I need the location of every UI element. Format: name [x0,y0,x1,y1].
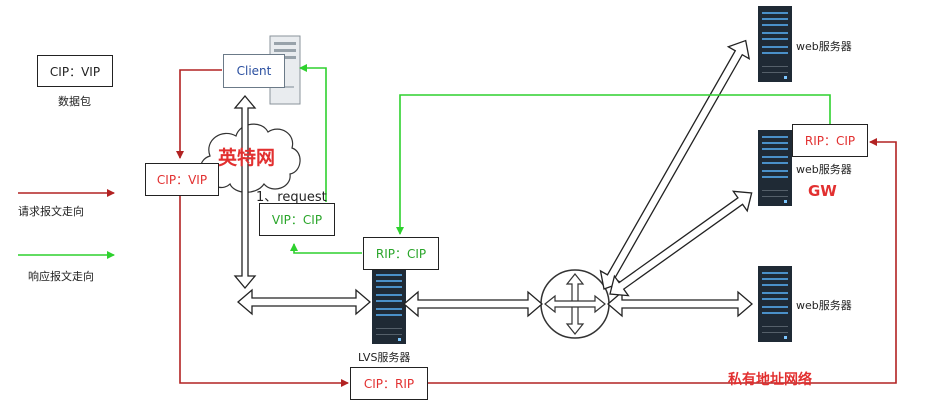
private-network-label: 私有地址网络 [728,372,812,388]
legend-packet-box: CIP：VIP [37,55,113,87]
gateway-label: GW [808,182,837,200]
link-router-web3 [607,290,753,318]
network-links-diagonal [599,39,753,297]
legend-packet-caption: 数据包 [58,95,91,108]
request-internet-to-lvs [179,196,349,387]
web-server-3-label: web服务器 [796,299,852,312]
client-box: Client [223,54,285,88]
lvs-server-label: LVS服务器 [358,351,411,364]
response-to-vip-box [290,243,362,254]
router-icon [540,269,610,339]
link-client-vertical [233,94,257,290]
network-links [233,94,753,318]
link-lvs-router [403,290,543,318]
packet-rip-cip-lvs: RIP：CIP [363,237,439,270]
legend-response-caption: 响应报文走向 [28,270,94,283]
response-web-to-lvs-box [396,94,831,235]
web-server-3-icon [758,266,792,342]
lvs-server-icon [372,268,406,344]
request-lvs-to-web [428,138,897,384]
web-server-2-icon [758,130,792,206]
request-step-label: 1、request [256,190,327,205]
link-to-lvs [237,288,371,316]
internet-cloud-icon [200,123,301,193]
link-router-web2 [609,190,753,297]
internet-label: 英特网 [218,147,276,169]
request-client-to-internet [176,69,222,159]
web-server-1-label: web服务器 [796,40,852,53]
packet-cip-rip: CIP：RIP [350,367,428,400]
legend-request-caption: 请求报文走向 [18,205,84,218]
web-server-2-label: web服务器 [796,163,852,176]
packet-vip-cip: VIP：CIP [259,203,335,236]
packet-rip-cip-web: RIP：CIP [792,124,868,157]
packet-cip-vip: CIP：VIP [145,163,219,196]
response-to-client [299,64,327,202]
web-server-1-icon [758,6,792,82]
link-router-web1 [599,39,751,290]
